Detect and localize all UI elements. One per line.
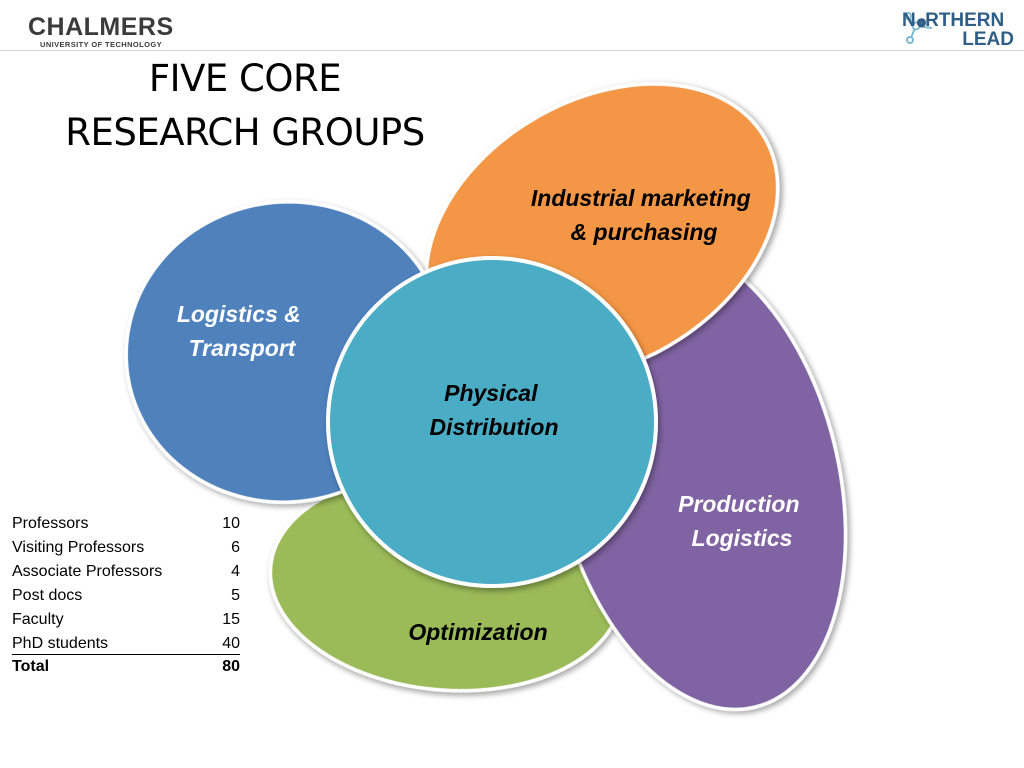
staff-row-label: Visiting Professors — [12, 539, 145, 556]
staff-row-label: Professors — [12, 515, 89, 532]
staff-row-label: PhD students — [12, 635, 109, 652]
physical-distribution-label-line-2: Distribution — [429, 414, 558, 440]
logistics-transport-label: Logistics & Transport — [177, 301, 307, 361]
logistics-transport-label-line-2: Transport — [189, 335, 297, 361]
title-line-1: FIVE CORE — [148, 57, 342, 100]
industrial-marketing-label-line-2: & purchasing — [571, 219, 718, 245]
staff-row-value: 5 — [231, 587, 240, 604]
staff-row-value: 10 — [222, 515, 240, 532]
staff-table: Professors 10 Visiting Professors 6 Asso… — [12, 512, 240, 679]
production-logistics-label: Production Logistics — [678, 491, 806, 551]
production-logistics-label-line-1: Production — [678, 491, 799, 517]
staff-row: Faculty 15 — [12, 608, 240, 632]
staff-row-value: 40 — [222, 635, 240, 652]
staff-row-label: Post docs — [12, 587, 83, 604]
staff-row-value: 6 — [231, 539, 240, 556]
staff-row: Post docs 5 — [12, 584, 240, 608]
industrial-marketing-label-line-1: Industrial marketing — [531, 185, 751, 211]
staff-row-value: 4 — [231, 563, 240, 580]
staff-row-label: Faculty — [12, 611, 64, 628]
production-logistics-label-line-2: Logistics — [692, 525, 793, 551]
staff-row: Associate Professors 4 — [12, 560, 240, 584]
physical-distribution-label-line-1: Physical — [444, 380, 538, 406]
chalmers-logo: CHALMERS UNIVERSITY OF TECHNOLOGY — [28, 14, 174, 49]
staff-row: Professors 10 — [12, 512, 240, 536]
logistics-transport-label-line-1: Logistics & — [177, 301, 301, 327]
chalmers-logo-subtitle: UNIVERSITY OF TECHNOLOGY — [40, 40, 162, 49]
industrial-marketing-label: Industrial marketing & purchasing — [531, 185, 757, 245]
staff-total-value: 80 — [222, 658, 240, 675]
optimization-label: Optimization — [408, 619, 547, 645]
staff-total-label: Total — [12, 658, 50, 675]
chalmers-logo-name: CHALMERS — [28, 13, 174, 41]
physical-distribution-group-shape — [326, 256, 658, 588]
staff-row: Visiting Professors 6 — [12, 536, 240, 560]
network-nodes-icon — [904, 12, 933, 44]
staff-row-label: Associate Professors — [12, 563, 163, 580]
staff-row: PhD students 40 — [12, 632, 240, 655]
physical-distribution-label: Physical Distribution — [429, 380, 558, 440]
header-divider — [0, 50, 1024, 51]
page-title: FIVE CORE RESEARCH GROUPS — [40, 52, 450, 160]
staff-total-row: Total 80 — [12, 655, 240, 679]
staff-row-value: 15 — [222, 611, 240, 628]
title-line-2: RESEARCH GROUPS — [65, 111, 425, 154]
northern-lead-word-2: LEAD — [962, 29, 1014, 48]
